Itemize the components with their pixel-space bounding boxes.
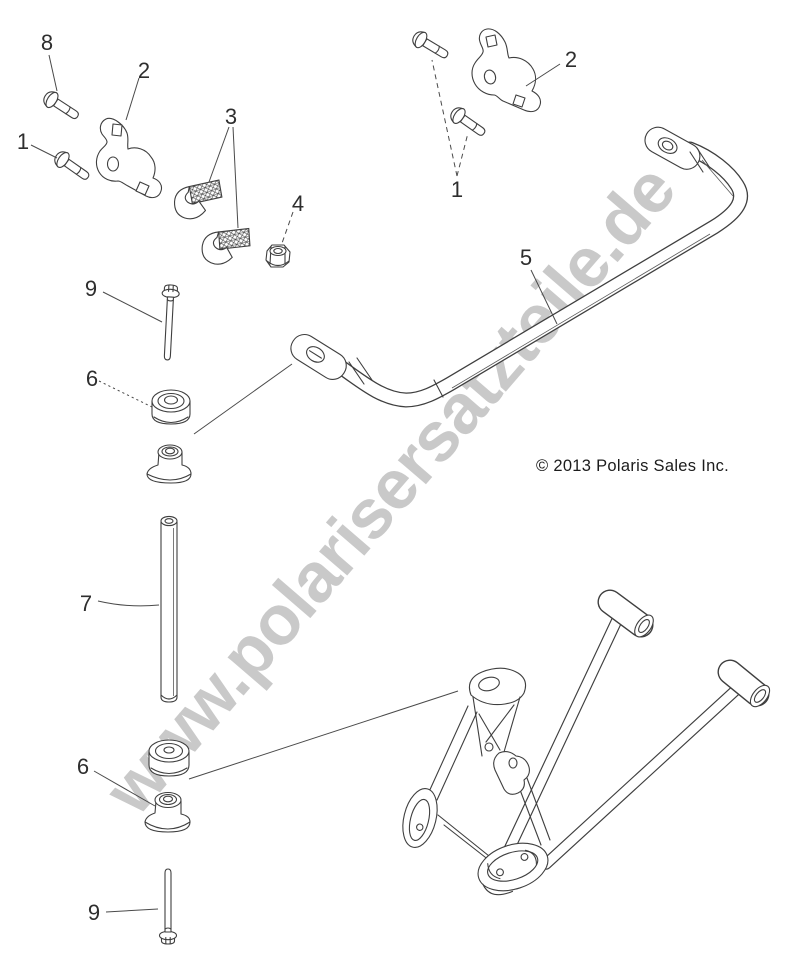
callout-9-upper-label: 9 xyxy=(85,276,97,301)
anchor-plate-left xyxy=(402,788,438,848)
callout-8-label: 8 xyxy=(41,30,53,55)
callout-7-label: 7 xyxy=(80,591,92,616)
bushing-6-lower-a xyxy=(148,739,190,777)
callout-6-upper-label: 6 xyxy=(86,366,98,391)
link-bolt-9-lower xyxy=(158,868,178,945)
callout-5-label: 5 xyxy=(520,245,532,270)
bushing-6-lower-b xyxy=(144,791,191,833)
flange-nut-4 xyxy=(265,244,291,268)
callout-1-right-label: 1 xyxy=(451,177,463,202)
callout-6-lower-label: 6 xyxy=(77,754,89,779)
callout-3-label: 3 xyxy=(225,104,237,129)
flange-bolt-1-right-lower xyxy=(447,103,490,142)
bushing-6-upper-b xyxy=(146,444,192,484)
clamp-half-3a xyxy=(174,179,223,220)
watermark-text: www.polarisersatzteile.de xyxy=(89,150,690,829)
callout-9-lower-label: 9 xyxy=(88,900,100,925)
callout-1-left-label: 1 xyxy=(17,129,29,154)
copyright-text: © 2013 Polaris Sales Inc. xyxy=(536,457,729,475)
callout-2-left-label: 2 xyxy=(138,58,150,83)
callout-2-right-label: 2 xyxy=(565,47,577,72)
bar-end-tab-left xyxy=(290,333,347,380)
callout-4-label: 4 xyxy=(292,191,304,216)
axis-line-upper xyxy=(193,363,293,435)
center-bracket xyxy=(468,667,530,795)
leader-lines xyxy=(30,54,561,913)
stabilizer-bar xyxy=(290,126,749,408)
link-bolt-9-upper xyxy=(158,284,181,361)
callout-labels: 8 1 2 3 4 1 2 5 9 6 7 6 9 xyxy=(17,30,577,925)
mount-bracket-2-left xyxy=(95,117,163,199)
clamp-half-3b xyxy=(201,227,251,265)
bar-end-tab-right xyxy=(644,126,701,170)
flange-bolt-8 xyxy=(40,87,83,125)
mount-bracket-2-right xyxy=(471,28,542,113)
anchor-plate-bottom xyxy=(477,842,549,896)
flange-bolt-1-right-upper xyxy=(409,28,453,64)
rear-control-arm-assembly xyxy=(402,589,771,896)
flange-bolt-1-left xyxy=(51,147,94,186)
axis-line-lower xyxy=(188,690,459,780)
bushing-6-upper-a xyxy=(151,389,191,425)
spacer-tube-7 xyxy=(160,515,178,703)
